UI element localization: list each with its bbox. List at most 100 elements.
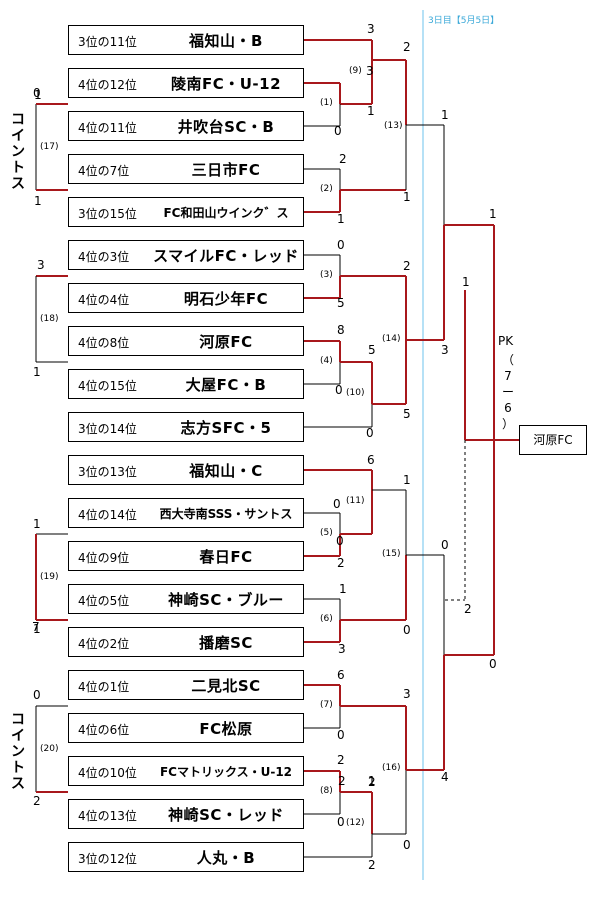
score-label: 5 xyxy=(337,296,345,310)
score-label: 1 xyxy=(33,622,41,636)
score-label: 0 xyxy=(403,838,411,852)
team-name: 播磨SC xyxy=(199,634,253,652)
score-label: 2 xyxy=(464,602,472,616)
score-label: 2 xyxy=(403,40,411,54)
match-number: (10) xyxy=(346,388,365,398)
match-number: (2) xyxy=(320,184,333,194)
score-label: 2 xyxy=(403,259,411,273)
match-number: (20) xyxy=(40,744,59,754)
team-name: 神崎SC・ブルー xyxy=(168,591,284,609)
team-box: 3位の12位 人丸・B xyxy=(68,842,304,872)
team-name: 人丸・B xyxy=(196,849,256,867)
score-label: 0 xyxy=(33,688,41,702)
winner-box: 河原FC xyxy=(519,425,587,455)
score-label: 0 xyxy=(334,124,342,138)
day-header: 3日目【5月5日】 xyxy=(428,16,500,26)
score-label: 1 xyxy=(462,275,470,289)
pk-char: ー xyxy=(502,385,515,399)
pk-char: ） xyxy=(502,417,515,431)
team-box: 4位の1位二見北SC xyxy=(68,670,304,700)
score-label: 0 xyxy=(337,815,345,829)
match-number: (17) xyxy=(40,142,59,152)
team-seed: 3位の12位 xyxy=(78,852,137,866)
score-label: 2 xyxy=(338,774,346,788)
score-label: 8 xyxy=(337,323,345,337)
team-name: 福知山・C xyxy=(189,462,263,480)
team-seed: 4位の2位 xyxy=(78,637,130,651)
team-name: 神崎SC・レッド xyxy=(168,806,284,824)
team-name: 二見北SC xyxy=(191,677,261,695)
team-seed: 3位の15位 xyxy=(78,207,137,221)
team-box: 4位の12位陵南FC・U-12 xyxy=(68,68,304,98)
coin-toss-label: コイントス xyxy=(11,112,25,192)
team-name: 福知山・B xyxy=(189,32,263,50)
team-name: 陵南FC・U-12 xyxy=(170,75,282,93)
team-seed: 4位の13位 xyxy=(78,809,137,823)
team-box: 4位の8位河原FC xyxy=(68,326,304,356)
match-number: (12) xyxy=(346,818,365,828)
team-box: 4位の14位西大寺南SSS・サントス xyxy=(68,498,304,528)
match-number: (14) xyxy=(382,334,401,344)
match-number: (9) xyxy=(349,66,362,76)
match-number: (13) xyxy=(384,121,403,131)
match-number: (7) xyxy=(320,700,333,710)
team-seed: 4位の9位 xyxy=(78,551,130,565)
score-label: 4 xyxy=(441,770,449,784)
team-box: 4位の9位春日FC xyxy=(68,541,304,571)
team-name: FC和田山ウインク゛ス xyxy=(163,206,289,220)
score-label: 1 xyxy=(441,108,449,122)
team-name: スマイルFC・レッド xyxy=(153,247,299,265)
score-label: 2 xyxy=(368,858,376,872)
team-seed: 4位の5位 xyxy=(78,594,130,608)
score-label: 5 xyxy=(368,343,376,357)
score-label: 3 xyxy=(441,343,449,357)
team-name: 河原FC xyxy=(199,333,253,351)
team-name: 三日市FC xyxy=(191,161,261,179)
score-label: 2 xyxy=(337,753,345,767)
match-number: (4) xyxy=(320,356,333,366)
team-box: 3位の13位福知山・C xyxy=(68,455,304,485)
score-label: 2 xyxy=(339,152,347,166)
score-label: 0 xyxy=(337,728,345,742)
match-number: (15) xyxy=(382,549,401,559)
score-label: 7 xyxy=(32,620,40,634)
score-label: 3 xyxy=(367,22,375,36)
match-number: (18) xyxy=(40,314,59,324)
team-seed: 4位の7位 xyxy=(78,164,130,178)
score-label: 6 xyxy=(367,453,375,467)
score-label: 0 xyxy=(489,657,497,671)
match-number: (8) xyxy=(320,786,333,796)
team-box: 4位の4位明石少年FC xyxy=(68,283,304,313)
team-name: FCマトリックス・U-12 xyxy=(159,765,293,779)
score-label: 6 xyxy=(337,668,345,682)
score-label: 3 xyxy=(338,642,346,656)
score-label: 0 xyxy=(336,534,344,548)
score-label: 1 xyxy=(368,774,376,788)
score-label: 1 xyxy=(403,190,411,204)
pk-char: （ xyxy=(502,353,515,367)
team-name: 西大寺南SSS・サントス xyxy=(159,507,293,521)
score-label: 0 xyxy=(403,623,411,637)
team-name: 志方SFC・5 xyxy=(180,419,272,437)
coin-toss-label: コイントス xyxy=(11,712,25,792)
match-number: (3) xyxy=(320,270,333,280)
score-label: 0 xyxy=(333,497,341,511)
score-label: 2 xyxy=(337,556,345,570)
team-box: 4位の13位 神崎SC・レッド xyxy=(68,799,304,829)
team-box: 4位の15位大屋FC・B xyxy=(68,369,304,399)
score-label: 1 xyxy=(33,517,41,531)
score-label: 1 xyxy=(33,365,41,379)
score-label: 0 xyxy=(337,238,345,252)
score-label: 1 xyxy=(34,194,42,208)
score-label: 1 xyxy=(34,88,42,102)
score-label: 2 xyxy=(33,794,41,808)
score-label: 2 xyxy=(368,775,376,789)
team-box: 4位の11位井吹台SC・B xyxy=(68,111,304,141)
team-box: 4位の5位 神崎SC・ブルー xyxy=(68,584,304,614)
team-seed: 3位の11位 xyxy=(78,35,137,49)
match-number: (6) xyxy=(320,614,333,624)
team-box: 4位の7位 三日市FC xyxy=(68,154,304,184)
